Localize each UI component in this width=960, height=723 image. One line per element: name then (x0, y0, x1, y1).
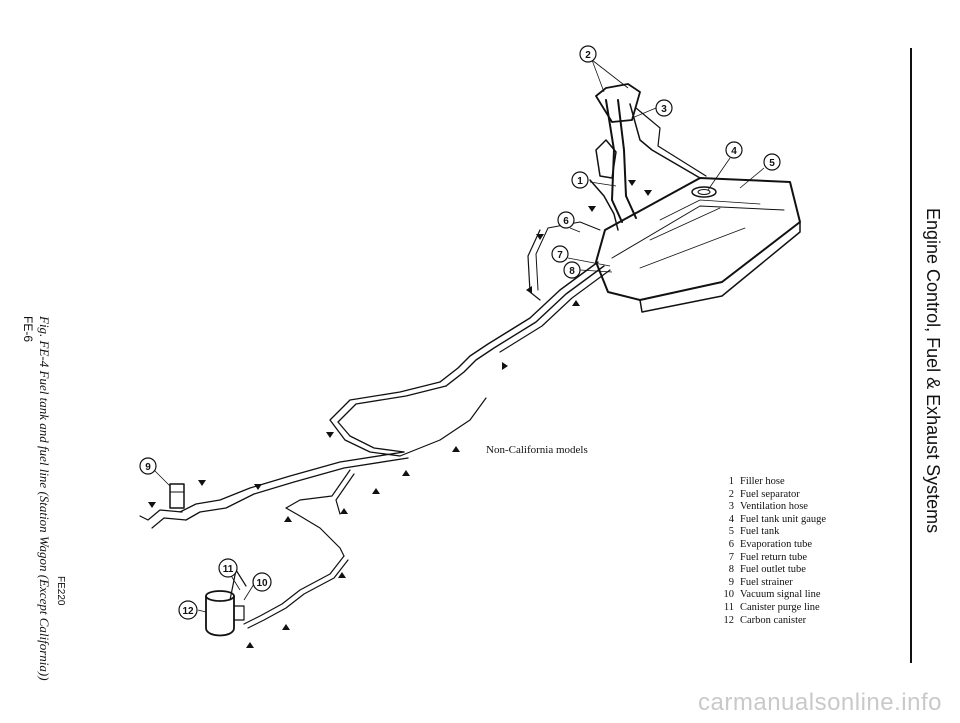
legend-number: 10 (723, 589, 735, 601)
legend-item: 6 Evaporation tube (720, 539, 826, 552)
callout-2: 2 (579, 45, 597, 63)
legend-number: 6 (728, 538, 734, 550)
legend-number: 11 (723, 601, 734, 613)
watermark: carmanualsonline.info (698, 689, 942, 716)
callout-5: 5 (763, 153, 781, 171)
legend-number: 1 (728, 476, 734, 487)
svg-text:11: 11 (223, 564, 234, 575)
legend-item: 11 Canister purge line (720, 602, 826, 615)
model-note: Non-California models (486, 444, 588, 456)
callout-7: 7 (551, 245, 569, 263)
legend-label: Fuel tank unit gauge (740, 513, 827, 525)
figure-caption-block: FE220 Fig. FE-4 Fuel tank and fuel line … (20, 316, 68, 681)
callout-12: 12 (178, 600, 198, 620)
canister-lines-drawing (229, 469, 355, 629)
legend-item: 7 Fuel return tube (720, 552, 826, 565)
section-title: Engine Control, Fuel & Exhaust Systems (923, 208, 943, 534)
legend-number: 4 (728, 513, 734, 525)
svg-text:2: 2 (585, 50, 591, 61)
svg-text:1: 1 (577, 176, 583, 187)
fuel-strainer-drawing (169, 483, 185, 509)
leader-lines (153, 59, 765, 613)
legend-item: 2 Fuel separator (720, 489, 826, 502)
legend-item: 12 Carbon canister (720, 615, 826, 628)
legend-item: 9 Fuel strainer (720, 577, 826, 590)
filler-assembly-drawing (589, 83, 707, 231)
legend-number: 5 (728, 526, 734, 538)
legend-label: Evaporation tube (740, 538, 813, 550)
callout-11: 11 (218, 558, 238, 578)
legend-number: 8 (728, 564, 734, 576)
carbon-canister-drawing (205, 590, 245, 637)
svg-text:5: 5 (769, 158, 775, 169)
svg-text:9: 9 (145, 462, 151, 473)
callout-9: 9 (139, 457, 157, 475)
callouts: 1 2 3 4 5 6 7 8 9 10 11 12 (139, 45, 781, 620)
legend-label: Canister purge line (740, 601, 820, 613)
callout-6: 6 (557, 211, 575, 229)
legend-number: 12 (723, 614, 735, 626)
svg-text:10: 10 (256, 578, 268, 589)
svg-text:12: 12 (182, 606, 194, 617)
legend-item: 3 Ventilation hose (720, 501, 826, 514)
side-rule (910, 48, 912, 663)
svg-text:8: 8 (569, 266, 575, 277)
callout-4: 4 (725, 141, 743, 159)
svg-text:7: 7 (557, 250, 563, 261)
legend-label: Fuel return tube (740, 551, 808, 563)
legend-number: 9 (728, 576, 734, 588)
figure-caption: Fig. FE-4 Fuel tank and fuel line (Stati… (37, 316, 52, 681)
legend-label: Fuel outlet tube (740, 564, 806, 576)
fuel-lines-drawing (139, 221, 611, 529)
svg-text:4: 4 (731, 146, 737, 157)
legend-item: 4 Fuel tank unit gauge (720, 514, 826, 527)
svg-text:3: 3 (661, 104, 667, 115)
fuel-tank-drawing (595, 177, 801, 313)
callout-8: 8 (563, 261, 581, 279)
legend-number: 7 (728, 551, 734, 563)
callout-3: 3 (655, 99, 673, 117)
legend-label: Ventilation hose (740, 501, 808, 513)
legend-item: 1 Filler hose (720, 476, 826, 489)
page-number: FE-6 (21, 316, 35, 343)
figure-ref: FE220 (55, 576, 66, 606)
legend-label: Fuel strainer (740, 576, 793, 588)
callout-1: 1 (571, 171, 589, 189)
legend-label: Vacuum signal line (740, 589, 821, 601)
legend-label: Filler hose (740, 476, 785, 487)
svg-text:6: 6 (563, 216, 569, 227)
legend-label: Carbon canister (740, 614, 807, 626)
legend-number: 2 (728, 488, 734, 500)
flow-arrows (148, 180, 652, 648)
legend-item: 10 Vacuum signal line (720, 589, 826, 602)
legend-number: 3 (728, 501, 734, 513)
legend-item: 8 Fuel outlet tube (720, 564, 826, 577)
legend: 1 Filler hose 2 Fuel separator 3 Ventilation … (720, 476, 827, 628)
legend-label: Fuel tank (740, 526, 780, 538)
legend-item: 5 Fuel tank (720, 526, 826, 539)
callout-10: 10 (252, 572, 272, 592)
legend-label: Fuel separator (740, 488, 800, 500)
